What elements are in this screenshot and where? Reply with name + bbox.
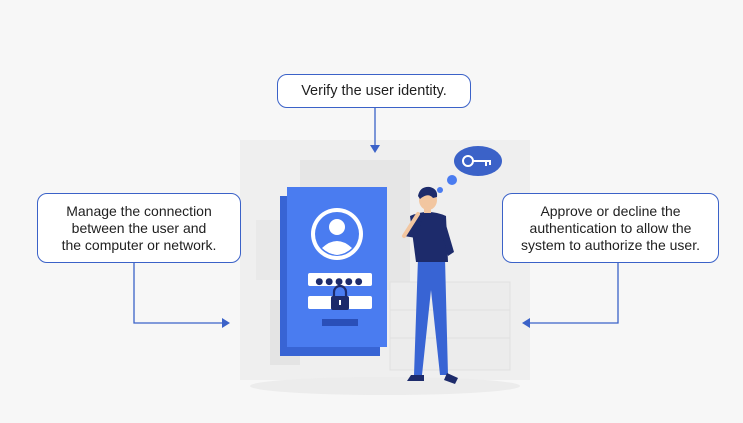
callout-manage-connection: Manage the connection between the user a…: [37, 193, 241, 263]
callout-right-line-3: system to authorize the user.: [521, 236, 700, 253]
arrow-head-left: [222, 318, 230, 328]
callout-approve-decline: Approve or decline the authentication to…: [502, 193, 719, 263]
password-mask: ●●●●●: [315, 277, 364, 287]
callout-top-text: Verify the user identity.: [301, 82, 447, 99]
arrow-left: [133, 263, 224, 324]
connector-arrows: [133, 108, 619, 324]
thought-bubble: [437, 146, 502, 193]
arrow-head-top: [370, 145, 380, 153]
password-field: [308, 273, 372, 286]
drawer-cabinet: [389, 281, 511, 371]
person-figure: [402, 186, 458, 384]
padlock-icon: [331, 284, 349, 310]
arrow-heads: [222, 145, 530, 328]
user-avatar-icon: [311, 208, 363, 260]
callout-left-line-2: between the user and: [71, 219, 207, 236]
arrow-head-right: [522, 318, 530, 328]
callout-right-line-2: authentication to allow the: [529, 219, 692, 236]
callout-left-line-3: the computer or network.: [61, 236, 217, 253]
key-icon: [462, 155, 491, 167]
callout-verify-identity: Verify the user identity.: [277, 74, 471, 108]
callout-right-line-1: Approve or decline the: [540, 202, 681, 219]
arrow-right: [528, 263, 619, 324]
login-card: ●●●●●: [280, 187, 387, 356]
floor-shadow: [250, 377, 520, 395]
callout-left-line-1: Manage the connection: [66, 202, 212, 219]
login-button-bar: [322, 319, 358, 326]
